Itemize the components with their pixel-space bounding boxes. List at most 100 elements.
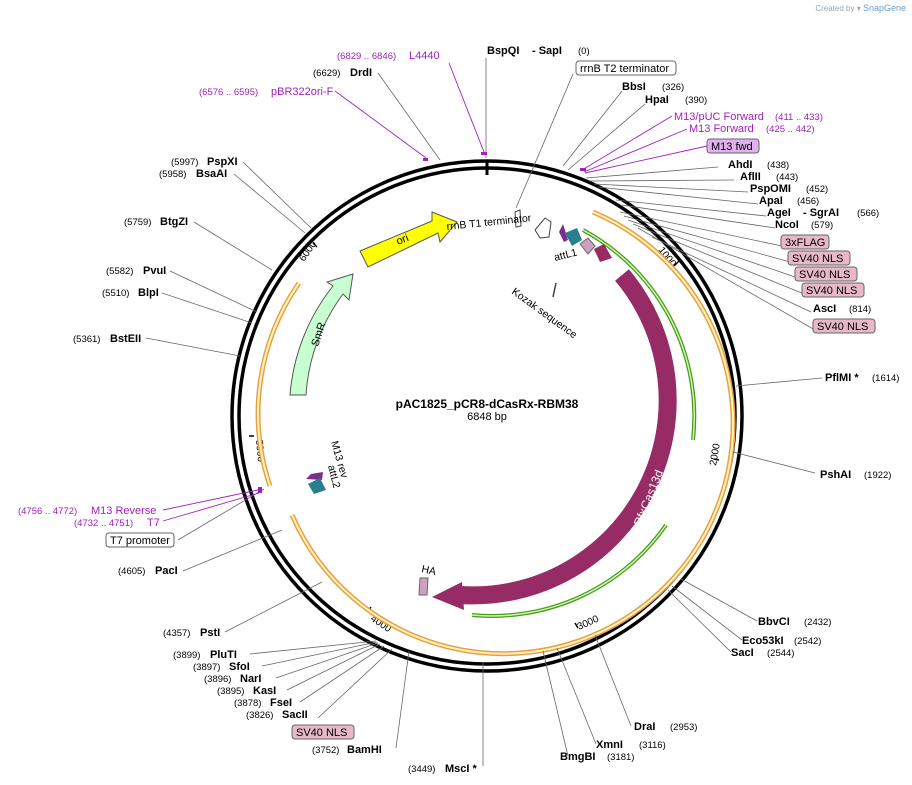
- enzyme-drdi: DrdI: [350, 67, 372, 79]
- enzyme-apai: ApaI: [759, 195, 783, 207]
- primer-m13fwd: M13 Forward: [689, 123, 754, 135]
- primer-m13puc-range: (411 .. 433): [775, 112, 823, 123]
- pos-sfoi: (3897): [193, 662, 220, 673]
- t7-promoter-label: T7 promoter: [110, 535, 170, 547]
- pos-drdi: (6629): [313, 68, 340, 79]
- pos-kasi: (3895): [217, 686, 244, 697]
- pos-btgzi: (5759): [124, 217, 151, 228]
- nls4-label: SV40 NLS: [817, 321, 868, 333]
- pos-ncoi: (579): [811, 220, 833, 231]
- enzyme-eco53ki: Eco53kI: [742, 635, 784, 647]
- enzyme-ncoi: NcoI: [775, 219, 799, 231]
- primer-t7: T7: [147, 517, 160, 529]
- enzyme-sapi: - SapI: [532, 45, 562, 57]
- pos-sapi: (0): [578, 46, 590, 57]
- enzyme-blpi: BlpI: [138, 287, 159, 299]
- pos-pshai: (1922): [864, 470, 891, 481]
- rrnb-t1-label: rrnB T1 terminator: [446, 212, 532, 233]
- enzyme-bbsi: BbsI: [622, 81, 646, 93]
- enzyme-psti: PstI: [200, 627, 220, 639]
- pos-ahdi: (438): [767, 160, 789, 171]
- ori-label: ori: [395, 232, 411, 248]
- pos-sacii: (3826): [246, 710, 273, 721]
- tick-2000: 2000: [708, 442, 723, 466]
- pos-drai: (2953): [670, 722, 697, 733]
- pos-aflii: (443): [776, 172, 798, 183]
- pos-bbvci: (2432): [804, 617, 831, 628]
- ori-feature: ori: [359, 211, 458, 268]
- enzyme-nari: NarI: [240, 673, 261, 685]
- enzyme-bamhi: BamHI: [347, 744, 382, 756]
- enzyme-bbvci: BbvCI: [758, 616, 790, 628]
- pos-xmni: (3116): [639, 740, 666, 751]
- pos-pspomi: (452): [806, 184, 828, 195]
- enzyme-drai: DraI: [634, 721, 655, 733]
- pos-msci: (3449): [408, 764, 435, 775]
- enzyme-msci: MscI *: [445, 763, 478, 775]
- enzyme-asci: AscI: [813, 303, 836, 315]
- enzyme-pshai: PshAI: [820, 469, 851, 481]
- enzyme-pspomi: PspOMI: [750, 183, 791, 195]
- pos-nari: (3896): [204, 674, 231, 685]
- primer-pbr322-range: (6576 .. 6595): [199, 87, 258, 98]
- attl2-label: attL2: [325, 464, 342, 490]
- enzyme-pspxi: PspXI: [207, 156, 238, 168]
- pos-apai: (456): [797, 196, 819, 207]
- enzyme-bspqi: BspQI: [487, 45, 519, 57]
- enzyme-hpai: HpaI: [645, 94, 669, 106]
- primer-marks: [258, 152, 586, 493]
- pos-eco53ki: (2542): [794, 636, 821, 647]
- primer-l4440: L4440: [409, 50, 440, 62]
- pos-pflmi: (1614): [872, 373, 899, 384]
- pos-pvui: (5582): [106, 266, 133, 277]
- orf-bands: [255, 209, 736, 657]
- flag-label: 3xFLAG: [785, 237, 825, 249]
- pos-asci: (814): [849, 304, 871, 315]
- pos-saci: (2544): [767, 648, 794, 659]
- pos-blpi: (5510): [102, 288, 129, 299]
- enzyme-sfoi: SfoI: [229, 661, 250, 673]
- pos-bsaai: (5958): [159, 169, 186, 180]
- enzyme-fsei: FseI: [270, 697, 292, 709]
- enzyme-labels: BspQI - SapI (0) BbsI (326) HpaI (390) A…: [73, 45, 899, 775]
- credit-prefix: Created by: [815, 4, 855, 13]
- primer-t7-range: (4732 .. 4751): [74, 518, 133, 529]
- pos-bbsi: (326): [662, 82, 684, 93]
- tick-3000: 3000: [576, 613, 601, 632]
- kozak-label: Kozak sequence: [509, 286, 579, 341]
- primer-labels: (6829 .. 6846) L4440 (6576 .. 6595) pBR3…: [18, 50, 823, 529]
- nls1-label: SV40 NLS: [792, 253, 843, 265]
- enzyme-ahdi: AhdI: [728, 159, 752, 171]
- enzyme-bsaai: BsaAI: [196, 168, 227, 180]
- primer-l4440-range: (6829 .. 6846): [337, 51, 396, 62]
- enzyme-aflii: AflII: [740, 171, 761, 183]
- primer-lines: [162, 62, 708, 522]
- m13-fwd-box-label: M13 fwd: [711, 141, 753, 153]
- pos-paci: (4605): [118, 566, 145, 577]
- enzyme-bmgbi: BmgBI: [560, 751, 595, 763]
- leader-lines: [145, 58, 823, 766]
- enzyme-btgzi: BtgZI: [160, 216, 188, 228]
- plasmid-name: pAC1825_pCR8-dCasRx-RBM38: [396, 397, 579, 411]
- enzyme-sgrai: - SgrAI: [803, 207, 839, 219]
- ruler-ticks: 1000 2000 3000 4000 5000 6000: [249, 239, 723, 635]
- ha-label: HA: [420, 563, 437, 578]
- pos-sgrai: (566): [857, 208, 879, 219]
- pos-fsei: (3878): [234, 698, 261, 709]
- pos-hpai: (390): [685, 95, 707, 106]
- enzyme-agei: AgeI: [767, 207, 791, 219]
- snapgene-credit: Created by ▾ SnapGene: [815, 3, 906, 13]
- boxed-labels: rrnB T2 terminator M13 fwd 3xFLAG SV40 N…: [105, 60, 876, 740]
- credit-brand: SnapGene: [862, 3, 906, 13]
- enzyme-kasi: KasI: [253, 685, 276, 697]
- nls5-label: SV40 NLS: [296, 727, 347, 739]
- enzyme-pflmi: PflMI *: [825, 372, 859, 384]
- enzyme-paci: PacI: [155, 565, 178, 577]
- primer-m13rev: M13 Reverse: [91, 505, 156, 517]
- smr-feature: SmR: [289, 273, 354, 396]
- rfxcas13d-feature: RfxCas13d: [432, 269, 677, 610]
- nls3-label: SV40 NLS: [806, 285, 857, 297]
- pos-bsteii: (5361): [73, 334, 100, 345]
- enzyme-saci: SacI: [731, 647, 754, 659]
